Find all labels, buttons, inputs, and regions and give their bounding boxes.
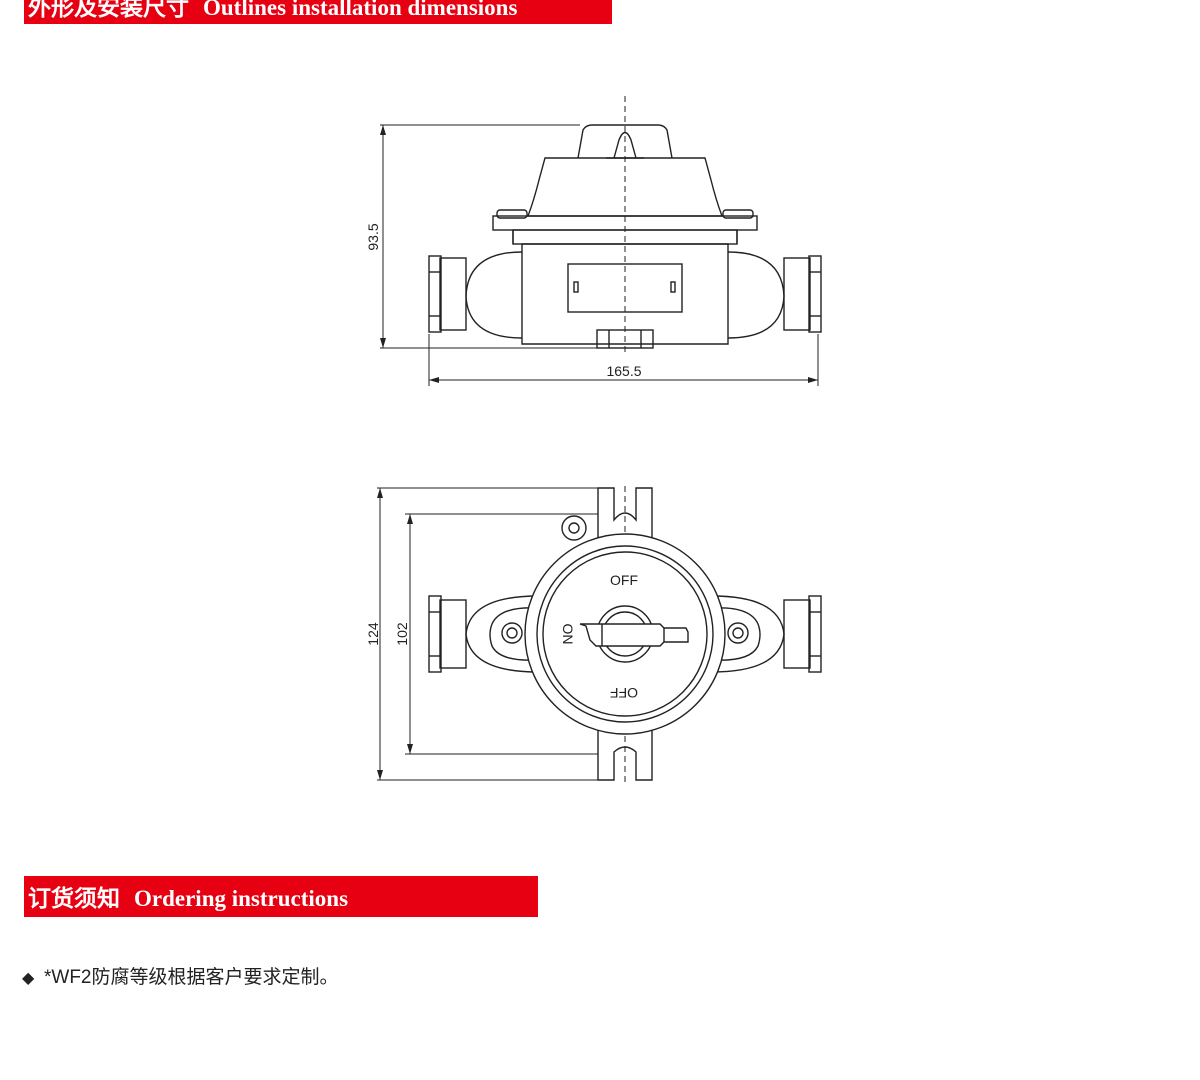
diamond-bullet-icon: ◆: [22, 970, 35, 987]
on-label: ON: [560, 624, 576, 645]
side-view-drawing: [380, 96, 822, 386]
off-label-top: OFF: [610, 572, 638, 588]
width-dimension-label: 165.5: [606, 363, 641, 379]
section-header-outlines: 外形及安装尺寸 Outlines installation dimensions: [24, 0, 612, 24]
ordering-note-text: *WF2防腐等级根据客户要求定制。: [44, 967, 339, 988]
section-title-cn: 订货须知: [28, 886, 120, 911]
off-label-bottom: OFF: [610, 685, 638, 701]
outer-height-dimension-label: 124: [365, 622, 381, 646]
ordering-note: ◆ *WF2防腐等级根据客户要求定制。: [22, 962, 339, 989]
inner-height-dimension-label: 102: [394, 622, 410, 646]
dimension-drawings: 93.5 165.5: [365, 96, 822, 784]
section-title-en: Outlines installation dimensions: [203, 0, 518, 20]
section-title-en: Ordering instructions: [134, 886, 349, 911]
section-header-ordering: 订货须知 Ordering instructions: [24, 876, 538, 917]
section-title-cn: 外形及安装尺寸: [28, 0, 189, 20]
height-dimension-label: 93.5: [365, 223, 381, 250]
top-view-drawing: [377, 486, 822, 784]
